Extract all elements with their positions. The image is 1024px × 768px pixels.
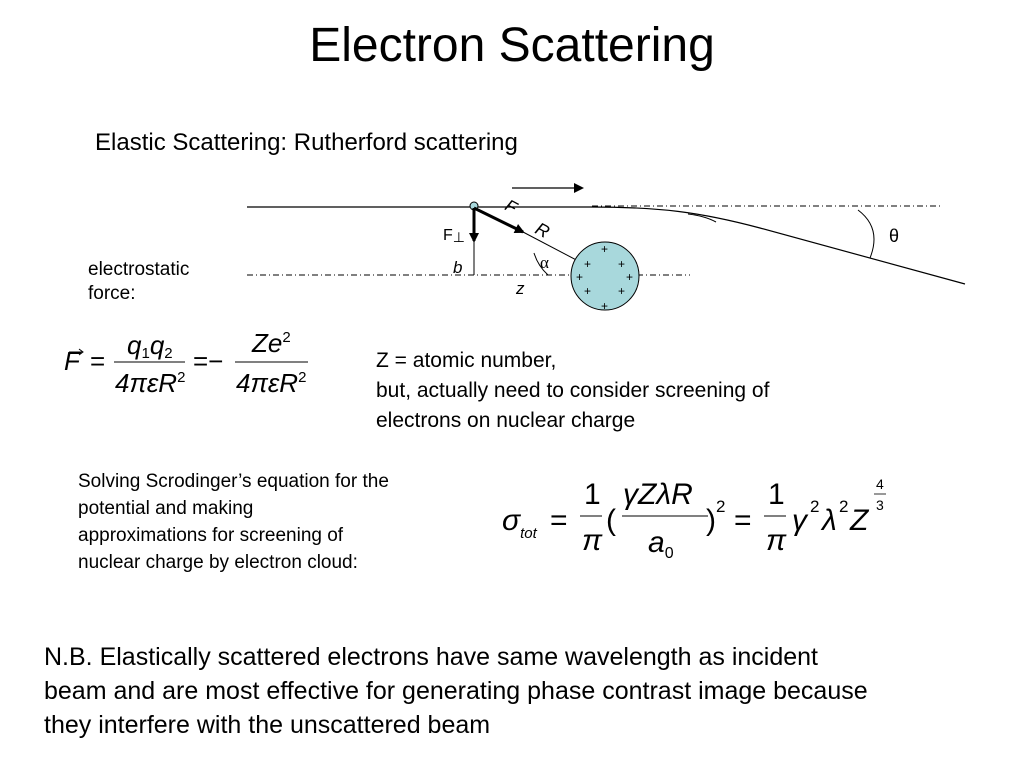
one-numerator-2: 1 bbox=[768, 478, 785, 511]
square-exponent: 2 bbox=[716, 497, 725, 516]
charge-symbol: + bbox=[584, 257, 591, 271]
equals-sign: = bbox=[90, 346, 105, 376]
gamma-z-lambda-r: γZλR bbox=[623, 478, 693, 511]
lambda: λ bbox=[820, 504, 837, 537]
atomic-number-note: Z = atomic number, but, actually need to… bbox=[376, 349, 770, 432]
electron-trajectory bbox=[247, 206, 966, 285]
nb-note: N.B. Elastically scattered electrons hav… bbox=[44, 643, 868, 739]
charge-symbol: + bbox=[601, 299, 608, 313]
sigma-symbol: σtot bbox=[502, 504, 538, 542]
nucleus bbox=[570, 241, 640, 311]
gamma-exponent: 2 bbox=[810, 497, 819, 516]
charge-symbol: + bbox=[618, 284, 625, 298]
alpha-arc bbox=[533, 252, 549, 276]
charge-symbol: + bbox=[576, 270, 583, 284]
deflection-mark bbox=[687, 213, 717, 223]
cross-section-equation: σtot = 1 π ( γZλR a0 ) 2 = 1 π γ 2 λ 2 Z… bbox=[502, 476, 886, 562]
exponent-numerator: 4 bbox=[876, 476, 884, 492]
exponent-denominator: 3 bbox=[876, 497, 884, 513]
charge-symbol: + bbox=[584, 284, 591, 298]
numerator-q1q2: q1q2 bbox=[127, 330, 173, 362]
theta-arc bbox=[857, 209, 875, 259]
equals-2: = bbox=[734, 504, 752, 537]
a0: a0 bbox=[648, 526, 674, 562]
nucleus-charges: ++++++++ bbox=[576, 242, 633, 313]
force-vector bbox=[473, 206, 525, 234]
equals-1: = bbox=[550, 504, 568, 537]
denominator-1: 4πεR2 bbox=[115, 368, 185, 398]
numerator-Ze: Ze2 bbox=[251, 328, 291, 358]
charge-symbol: + bbox=[618, 257, 625, 271]
pi-2: π bbox=[766, 524, 787, 557]
pi-1: π bbox=[582, 524, 603, 557]
charge-symbol: + bbox=[601, 242, 608, 256]
force-symbol: F bbox=[64, 346, 82, 376]
Z: Z bbox=[849, 504, 870, 537]
one-numerator-1: 1 bbox=[584, 478, 601, 511]
label-alpha: α bbox=[540, 253, 549, 272]
schrodinger-note: Solving Scrodinger’s equation for the po… bbox=[78, 471, 389, 573]
slide-title: Electron Scattering bbox=[309, 19, 715, 72]
electrostatic-force-label: electrostatic force: bbox=[88, 259, 190, 304]
label-z: z bbox=[515, 279, 525, 298]
label-b: b bbox=[453, 258, 462, 277]
denominator-2: 4πεR2 bbox=[236, 368, 306, 398]
lambda-exponent: 2 bbox=[839, 497, 848, 516]
left-paren: ( bbox=[606, 504, 616, 537]
equals-minus: =− bbox=[193, 346, 223, 376]
force-equation: F = q1q2 4πεR2 =− Ze2 4πεR2 bbox=[64, 328, 308, 398]
right-paren: ) bbox=[706, 504, 716, 537]
subtitle: Elastic Scattering: Rutherford scatterin… bbox=[95, 129, 518, 156]
charge-symbol: + bbox=[626, 270, 633, 284]
gamma: γ bbox=[792, 504, 809, 537]
label-theta: θ bbox=[889, 226, 899, 246]
label-F-perp: F⊥ bbox=[443, 227, 465, 245]
